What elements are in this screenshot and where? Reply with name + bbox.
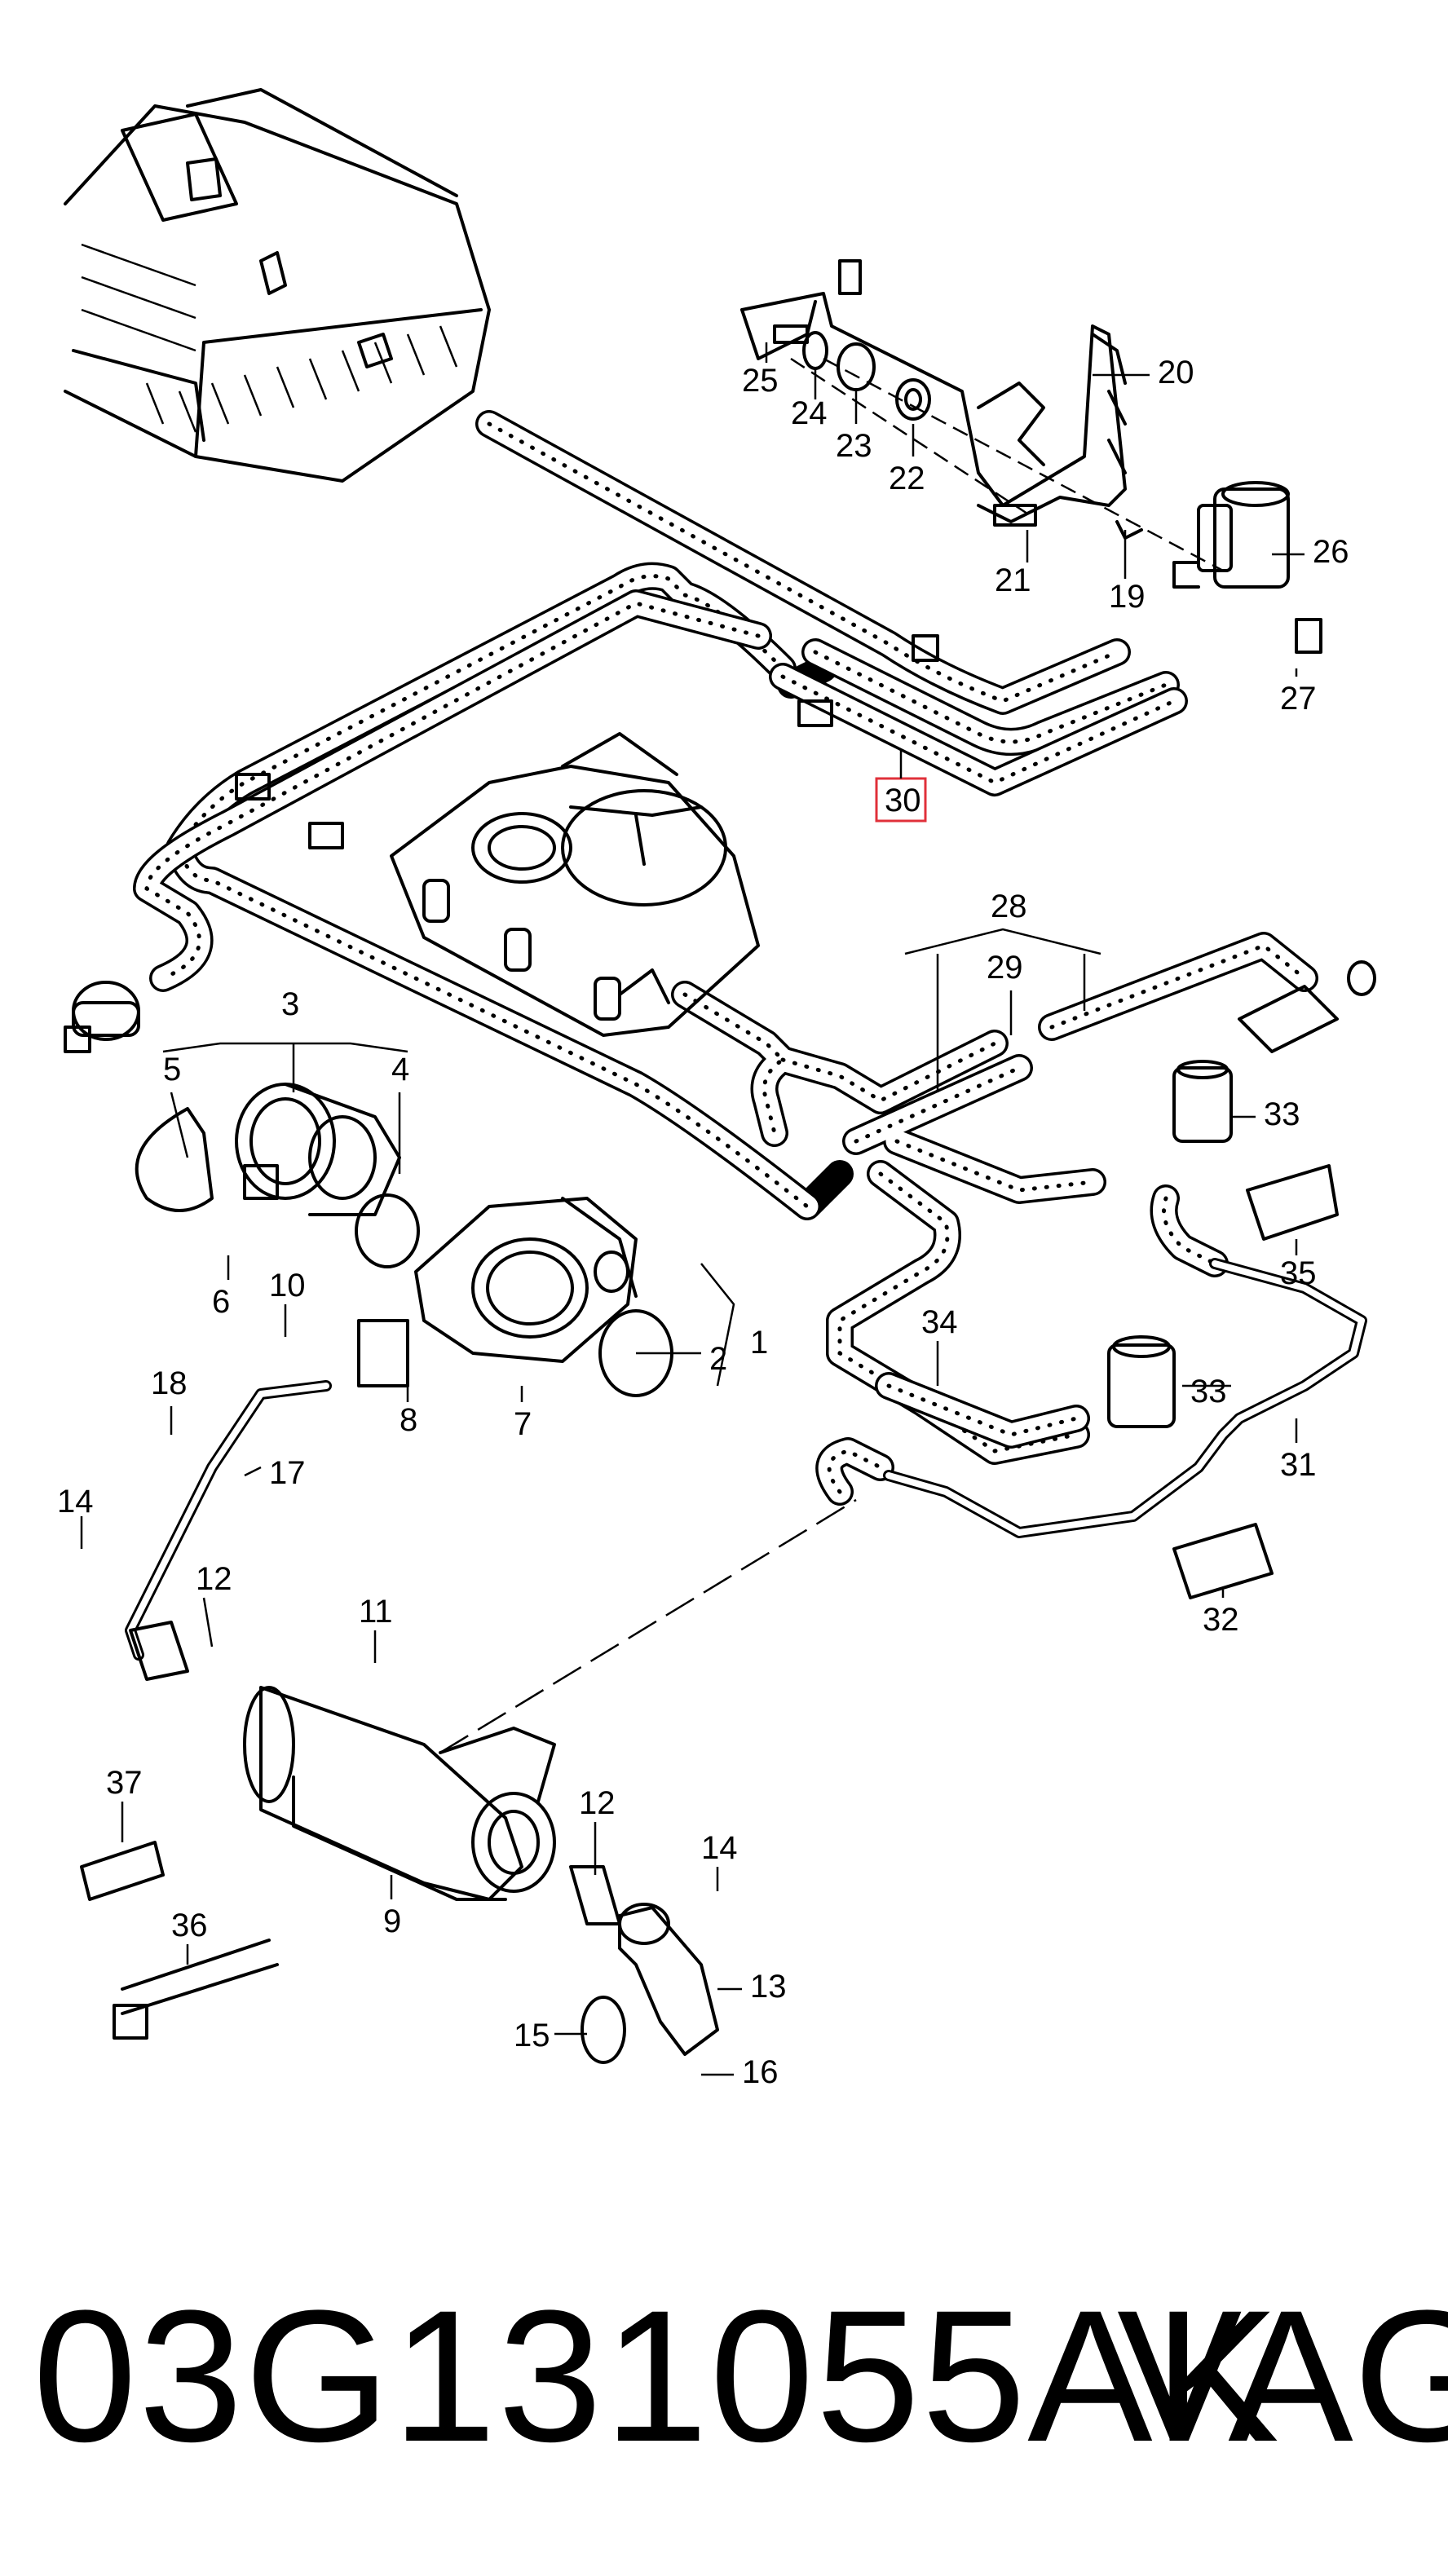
egr-pipe-lower xyxy=(569,1865,719,2064)
callout-12-b: 12 xyxy=(579,1785,616,1821)
callout-6: 6 xyxy=(212,1284,230,1320)
callout-7: 7 xyxy=(514,1406,532,1442)
misc-parts xyxy=(80,960,1376,2040)
callout-8: 8 xyxy=(400,1402,417,1438)
callout-22: 22 xyxy=(889,461,925,496)
callout-18: 18 xyxy=(151,1365,188,1401)
callout-28: 28 xyxy=(991,889,1027,924)
callout-32: 32 xyxy=(1203,1602,1239,1638)
callout-11: 11 xyxy=(359,1594,393,1630)
callout-2: 2 xyxy=(709,1341,727,1377)
callout-14-a: 14 xyxy=(57,1484,94,1520)
callout-3: 3 xyxy=(281,986,299,1022)
callout-12-a: 12 xyxy=(196,1561,232,1597)
callout-15: 15 xyxy=(514,2018,550,2053)
vacuum-pump xyxy=(390,732,760,1037)
callout-21: 21 xyxy=(995,562,1031,598)
callout-25: 25 xyxy=(742,363,779,399)
solenoid-valves xyxy=(1107,1060,1233,1428)
callout-26: 26 xyxy=(1313,534,1349,570)
leader-lines xyxy=(80,342,1305,2076)
callout-30: 30 xyxy=(885,783,921,818)
callout-4: 4 xyxy=(391,1052,409,1087)
callout-10: 10 xyxy=(269,1268,306,1303)
bracket-assembly xyxy=(740,259,1322,654)
callout-27: 27 xyxy=(1280,681,1317,717)
callout-23: 23 xyxy=(836,428,872,464)
vacuum-hoses xyxy=(133,410,1318,1506)
callout-1: 1 xyxy=(750,1325,768,1361)
callout-19: 19 xyxy=(1109,579,1146,615)
callout-labels: 1 2 3 4 5 6 7 8 9 10 11 12 12 13 14 14 1… xyxy=(57,355,1349,2090)
callout-29: 29 xyxy=(987,950,1023,986)
callout-37: 37 xyxy=(106,1765,143,1801)
hose-clips xyxy=(235,634,939,849)
callout-33-b: 33 xyxy=(1190,1374,1227,1409)
callout-9: 9 xyxy=(383,1903,401,1939)
callout-16: 16 xyxy=(742,2054,779,2090)
callout-31: 31 xyxy=(1280,1447,1317,1483)
throttle-body xyxy=(135,1083,401,1216)
callout-14-b: 14 xyxy=(701,1830,738,1866)
brand-name: VAG xyxy=(1117,2271,1448,2481)
callout-17: 17 xyxy=(269,1455,306,1491)
footer: 03G131055AK VAG xyxy=(0,2274,1448,2478)
callout-5: 5 xyxy=(163,1052,181,1087)
callout-36: 36 xyxy=(171,1908,208,1943)
callout-34: 34 xyxy=(921,1304,958,1340)
air-filter-housing xyxy=(64,88,491,483)
callout-24: 24 xyxy=(791,395,828,431)
part-number: 03G131055AK xyxy=(33,2271,1282,2481)
metal-vacuum-lines xyxy=(883,1258,1367,1538)
callout-20: 20 xyxy=(1158,355,1194,390)
exploded-parts-diagram: 1 2 3 4 5 6 7 8 9 10 11 12 12 13 14 14 1… xyxy=(57,88,1376,2090)
egr-cooler xyxy=(243,1498,857,1901)
callout-13: 13 xyxy=(750,1969,787,2005)
egr-valve xyxy=(355,1193,673,1397)
callout-35: 35 xyxy=(1280,1255,1317,1291)
callout-33-a: 33 xyxy=(1264,1096,1300,1132)
pressure-converter-left xyxy=(64,981,140,1053)
